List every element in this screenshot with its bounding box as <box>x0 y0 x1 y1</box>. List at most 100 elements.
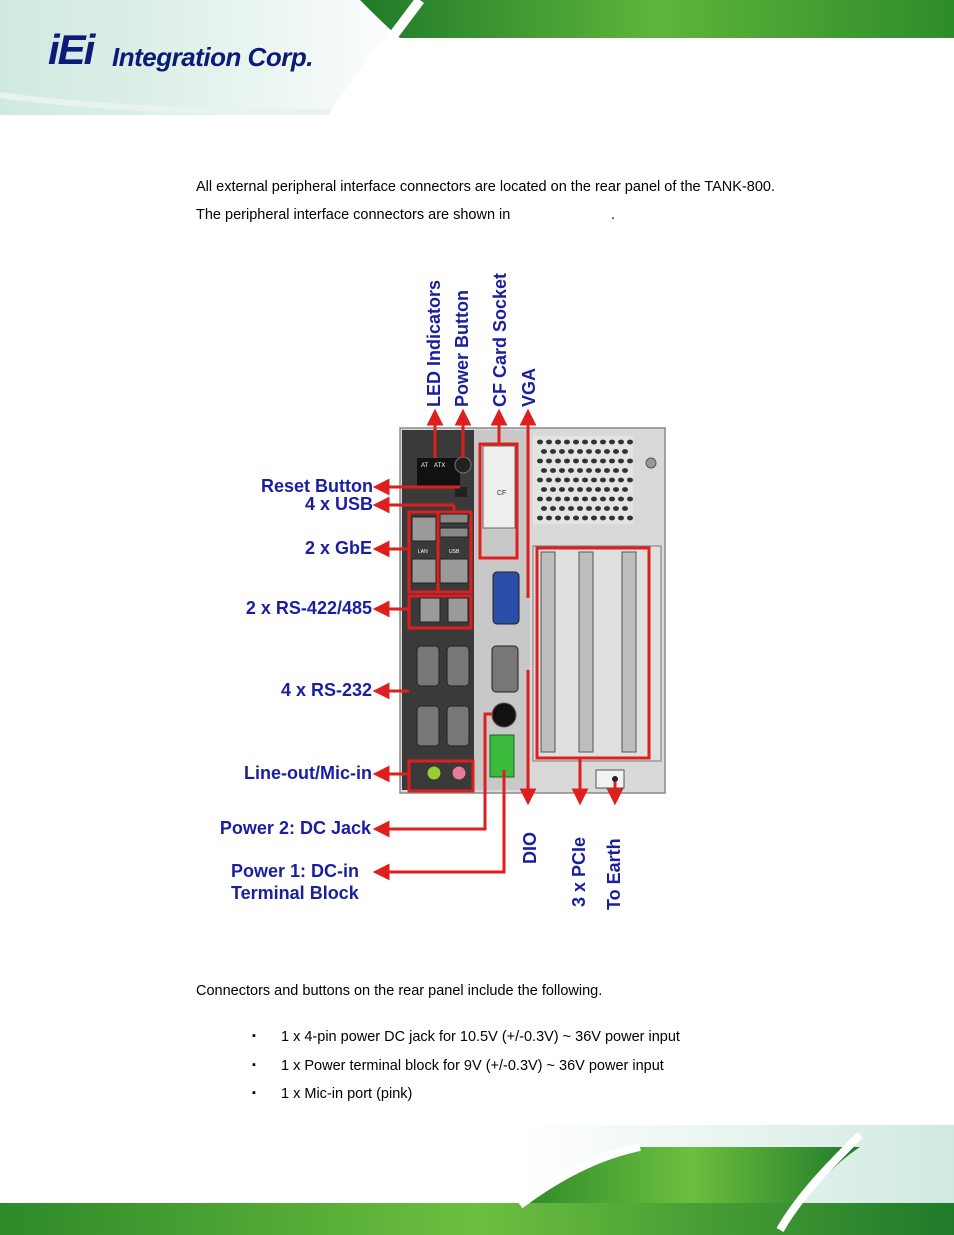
vent-hole <box>604 487 610 492</box>
bullet-item: 1 x Power terminal block for 9V (+/-0.3V… <box>281 1058 664 1074</box>
pcie-slots <box>540 551 637 753</box>
vent-hole <box>568 449 574 454</box>
vent-hole <box>582 477 588 483</box>
label-usb: 4 x USB <box>304 494 373 514</box>
vent-hole <box>582 515 588 521</box>
vent-hole <box>604 449 610 454</box>
vent-hole <box>618 477 624 483</box>
vent-hole <box>618 458 624 464</box>
cf-label: CF <box>497 490 506 497</box>
mic-in-jack <box>451 765 467 781</box>
vent-hole <box>595 487 601 492</box>
label-power1-terminal-block: Terminal Block <box>231 883 359 903</box>
chassis-screw <box>645 457 657 469</box>
vent-hole <box>564 515 570 521</box>
vent-hole <box>618 439 624 445</box>
reset-button <box>455 487 467 497</box>
vent-hole <box>573 458 579 464</box>
vent-hole <box>586 449 592 454</box>
label-power2-dc-jack: Power 2: DC Jack <box>219 818 371 838</box>
usb-label: USB <box>449 549 460 555</box>
vent-hole <box>573 477 579 483</box>
intro-line-1: All external peripheral interface connec… <box>196 179 775 195</box>
label-rs232: 4 x RS-232 <box>280 680 372 700</box>
vent-hole <box>600 458 606 464</box>
vent-hole <box>613 449 619 454</box>
label-led-indicators: LED Indicators <box>424 279 444 407</box>
vent-hole <box>541 449 547 454</box>
terminal-block <box>489 734 515 778</box>
vent-hole <box>595 468 601 473</box>
label-3x-pcie: 3 x PCIe <box>569 836 589 907</box>
intro-line-2-prefix: The peripheral interface connectors are … <box>196 207 511 223</box>
vent-hole <box>618 515 624 521</box>
vent-hole <box>600 515 606 521</box>
vent-hole <box>555 477 561 483</box>
vent-hole <box>573 439 579 445</box>
vent-hole <box>564 458 570 464</box>
dc-jack <box>491 702 517 728</box>
vent-hole <box>564 477 570 483</box>
vent-hole <box>600 496 606 502</box>
vent-hole <box>550 468 556 473</box>
vent-hole <box>595 449 601 454</box>
vent-hole <box>559 449 565 454</box>
vent-hole <box>537 439 543 445</box>
vent-hole <box>582 439 588 445</box>
vent-hole <box>627 496 633 502</box>
vent-hole <box>609 458 615 464</box>
footer-banner <box>0 1125 954 1235</box>
header-banner <box>0 0 954 115</box>
vent-hole <box>537 515 543 521</box>
label-line-out-mic-in: Line-out/Mic-in <box>244 763 372 783</box>
vent-hole <box>546 496 552 502</box>
dio-port <box>491 645 519 693</box>
vent-hole <box>600 439 606 445</box>
vent-hole <box>573 515 579 521</box>
vent-hole <box>577 506 583 511</box>
at-label: AT <box>421 463 429 469</box>
vent-hole <box>577 487 583 492</box>
vent-hole <box>582 458 588 464</box>
vent-hole <box>591 515 597 521</box>
intro-line-2-suffix: . <box>611 207 616 223</box>
vent-hole <box>622 487 628 492</box>
usb-ports <box>439 513 469 538</box>
vent-hole <box>537 496 543 502</box>
vent-hole <box>627 515 633 521</box>
vent-hole <box>537 477 543 483</box>
vent-hole <box>609 496 615 502</box>
label-gbe: 2 x GbE <box>304 538 372 558</box>
vent-hole <box>627 458 633 464</box>
vent-hole <box>627 477 633 483</box>
vent-hole <box>613 487 619 492</box>
vent-hole <box>604 468 610 473</box>
vent-hole <box>550 449 556 454</box>
vent-hole <box>577 449 583 454</box>
vent-hole <box>600 477 606 483</box>
list-intro: Connectors and buttons on the rear panel… <box>196 983 603 999</box>
vent-hole <box>555 496 561 502</box>
vent-hole <box>559 468 565 473</box>
vent-hole <box>604 506 610 511</box>
lan-label: LAN <box>418 549 428 555</box>
atx-label: ATX <box>434 463 445 469</box>
label-vga: VGA <box>519 367 539 407</box>
power-button <box>454 456 472 474</box>
vent-hole <box>609 477 615 483</box>
vent-hole <box>586 506 592 511</box>
vent-hole <box>564 496 570 502</box>
label-rs422-485: 2 x RS-422/485 <box>245 598 372 618</box>
bullet-marker: ▪ <box>252 1087 256 1099</box>
vent-hole <box>568 468 574 473</box>
vent-hole <box>550 487 556 492</box>
vga-port <box>492 571 520 625</box>
vent-hole <box>546 458 552 464</box>
line-out-jack <box>426 765 442 781</box>
vent-hole <box>564 439 570 445</box>
vent-hole <box>550 506 556 511</box>
vent-hole <box>537 458 543 464</box>
rs422-ports <box>419 597 469 623</box>
vent-hole <box>559 506 565 511</box>
